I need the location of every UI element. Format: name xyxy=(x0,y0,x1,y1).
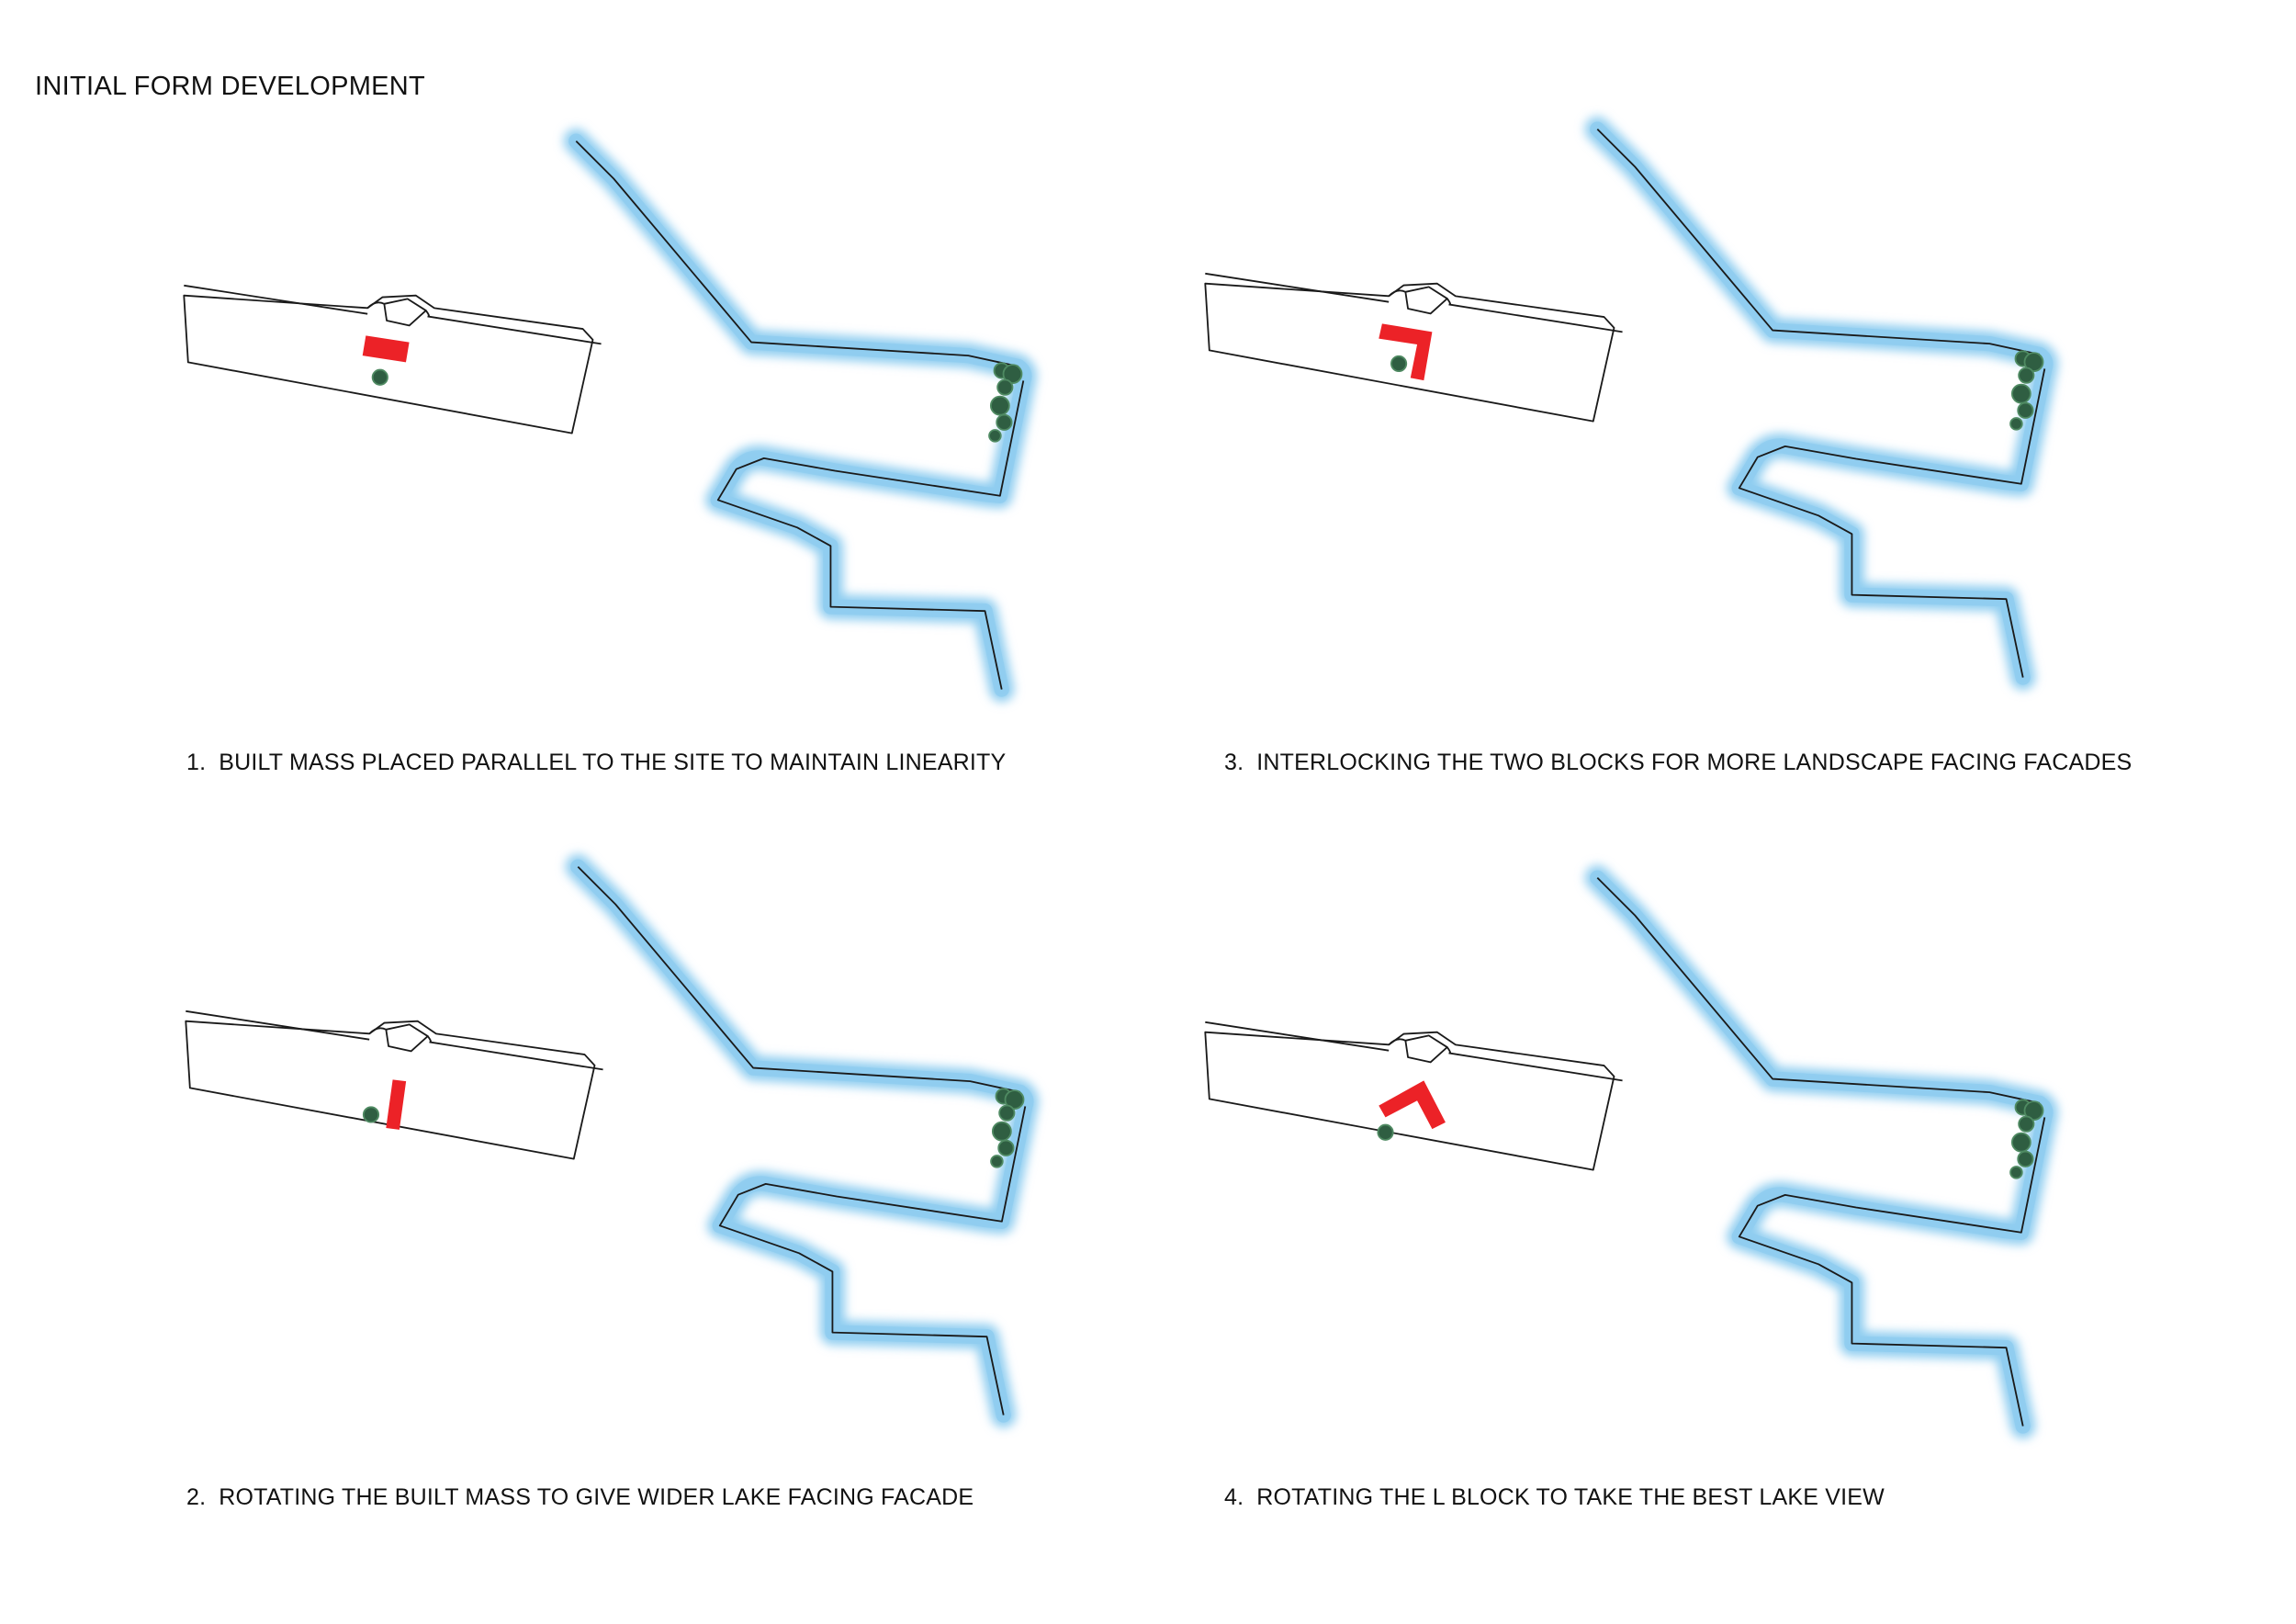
built-mass xyxy=(386,1079,407,1130)
tree-icon xyxy=(1002,364,1023,385)
shoreline xyxy=(1596,128,2046,678)
tree-icon xyxy=(2018,1115,2035,1133)
road-edge xyxy=(1205,1021,1623,1082)
caption-2: 2. ROTATING THE BUILT MASS TO GIVE WIDER … xyxy=(186,1484,974,1511)
caption-number: 4. xyxy=(1224,1484,1244,1510)
site-boundary xyxy=(185,1020,596,1160)
built-mass xyxy=(362,335,410,363)
roundabout xyxy=(1404,1034,1448,1064)
roundabout-connectors xyxy=(1388,1038,1451,1054)
lake-band-core xyxy=(568,133,1032,697)
caption-number: 1. xyxy=(186,750,207,775)
roundabout-connectors xyxy=(368,1027,432,1043)
tree-icon xyxy=(2017,401,2034,419)
tree-icon xyxy=(1004,1089,1025,1111)
built-mass-l-block xyxy=(1379,1080,1446,1130)
lake-band-core xyxy=(1590,870,2054,1434)
shoreline xyxy=(575,140,1025,690)
tree-icon xyxy=(2017,1150,2034,1167)
tree-icon xyxy=(997,1139,1015,1156)
tree-icon xyxy=(2010,383,2032,404)
panel-3 xyxy=(1204,117,2123,691)
caption-text: INTERLOCKING THE TWO BLOCKS FOR MORE LAN… xyxy=(1256,750,2133,775)
caption-1: 1. BUILT MASS PLACED PARALLEL TO THE SITE… xyxy=(186,750,1006,776)
caption-number: 3. xyxy=(1224,750,1244,775)
caption-number: 2. xyxy=(186,1484,207,1510)
tree-icon xyxy=(2023,352,2044,373)
road-edge xyxy=(1205,272,1623,333)
lake-band-core xyxy=(570,859,1034,1423)
site-diagram xyxy=(1204,117,2058,691)
lake-band-core xyxy=(1590,121,2054,685)
roundabout-connectors xyxy=(1388,289,1451,306)
tree-icon xyxy=(991,1121,1012,1142)
caption-3: 3. INTERLOCKING THE TWO BLOCKS FOR MORE L… xyxy=(1224,750,2132,776)
tree-icon xyxy=(990,1155,1004,1168)
roundabout xyxy=(383,298,427,327)
caption-text: ROTATING THE L BLOCK TO TAKE THE BEST LA… xyxy=(1256,1484,1885,1510)
tree-icon xyxy=(2023,1100,2044,1122)
site-diagram xyxy=(183,129,1037,703)
tree-icon xyxy=(362,1106,380,1123)
tree-icon xyxy=(989,395,1010,416)
sheet-title: INITIAL FORM DEVELOPMENT xyxy=(35,72,426,101)
tree-icon xyxy=(988,429,1002,443)
roundabout xyxy=(385,1023,429,1053)
tree-icon xyxy=(371,368,388,386)
caption-4: 4. ROTATING THE L BLOCK TO TAKE THE BEST … xyxy=(1224,1484,1885,1511)
site-diagram xyxy=(1204,865,2058,1439)
built-mass-l-block xyxy=(1379,323,1433,381)
tree-icon xyxy=(2010,1132,2032,1153)
tree-icon xyxy=(996,378,1014,396)
panel-4 xyxy=(1204,865,2123,1439)
site-boundary xyxy=(1204,282,1615,423)
tree-icon xyxy=(2009,417,2023,431)
tree-icon xyxy=(998,1104,1016,1122)
panel-2 xyxy=(185,854,1104,1428)
roundabout-connectors xyxy=(366,301,430,318)
caption-text: ROTATING THE BUILT MASS TO GIVE WIDER LA… xyxy=(219,1484,974,1510)
shoreline xyxy=(577,865,1027,1415)
tree-icon xyxy=(2009,1166,2023,1179)
tree-icon xyxy=(996,413,1013,431)
road-edge xyxy=(186,1009,603,1071)
site-diagram xyxy=(185,854,1039,1428)
tree-icon xyxy=(1377,1123,1394,1141)
roundabout xyxy=(1404,286,1448,315)
panel-1 xyxy=(183,129,1102,703)
road-edge xyxy=(184,284,602,345)
site-boundary xyxy=(183,294,594,434)
caption-text: BUILT MASS PLACED PARALLEL TO THE SITE T… xyxy=(219,750,1007,775)
tree-icon xyxy=(2018,367,2035,384)
tree-icon xyxy=(1390,355,1408,373)
shoreline xyxy=(1596,876,2046,1427)
